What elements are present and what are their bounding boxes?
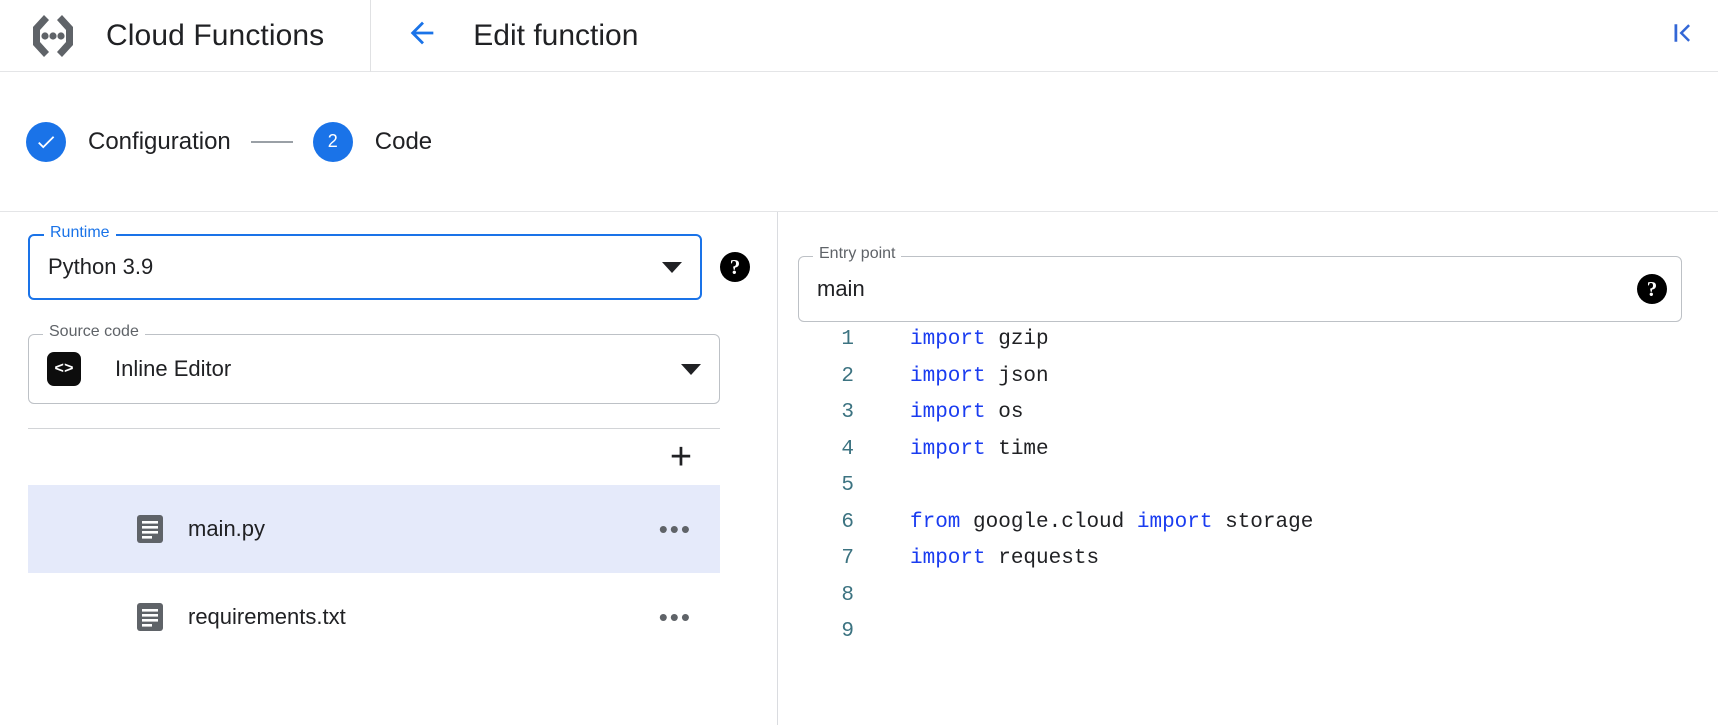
entry-point-label: Entry point — [813, 246, 902, 262]
runtime-help-circle-icon[interactable]: ? — [720, 252, 750, 282]
arrow-left-icon — [405, 16, 439, 55]
cloud-functions-logo-icon — [22, 11, 84, 61]
code-token: os — [985, 401, 1024, 424]
file-list-item-main-py[interactable]: main.py ••• — [28, 485, 720, 573]
code-keyword: from — [910, 510, 961, 534]
code-keyword: import — [910, 547, 986, 570]
step-code[interactable]: 2 Code — [312, 121, 433, 162]
code-brackets-icon: <> — [47, 352, 81, 386]
file-name: main.py — [188, 516, 266, 541]
code-line: 2 import json — [808, 359, 1718, 396]
file-overflow-menu-button[interactable]: ••• — [658, 601, 692, 632]
code-line: 5 — [808, 468, 1718, 505]
file-list-item-requirements-txt[interactable]: requirements.txt ••• — [28, 573, 720, 661]
brand-title: Cloud Functions — [106, 18, 325, 52]
entry-point-help-circle-icon[interactable]: ? — [1637, 274, 1667, 304]
code-line: 1 import gzip — [808, 322, 1718, 359]
code-line-text: import gzip — [910, 322, 1049, 359]
first-page-collapse-icon — [1667, 18, 1697, 53]
step-configuration-label: Configuration — [88, 127, 231, 155]
appbar-divider — [370, 0, 372, 72]
line-number: 9 — [841, 620, 854, 643]
source-code-value: Inline Editor — [115, 356, 232, 381]
runtime-label: Runtime — [44, 225, 116, 241]
wizard-stepper: Configuration 2 Code — [0, 72, 1718, 212]
code-line-text: import time — [910, 432, 1049, 469]
line-number: 8 — [841, 583, 854, 607]
code-token: time — [985, 437, 1049, 461]
collapse-panel-button[interactable] — [1662, 16, 1702, 56]
line-number: 3 — [841, 401, 854, 424]
chevron-down-icon[interactable] — [662, 261, 682, 273]
page-title: Edit function — [473, 18, 639, 52]
back-button[interactable] — [399, 13, 445, 59]
brand-home-link[interactable]: Cloud Functions — [0, 0, 324, 71]
code-line-text: import os — [910, 395, 1023, 432]
source-chevron-down-icon[interactable] — [681, 363, 701, 375]
app-bar: Cloud Functions Edit function — [0, 0, 1718, 72]
code-editor[interactable]: 1 import gzip 2 import json 3 import os 4 impor… — [778, 322, 1718, 651]
left-panel: Runtime Python 3.9 ? Source code <> Inli… — [0, 212, 778, 725]
step-code-label: Code — [374, 127, 433, 155]
files-toolbar: + — [28, 429, 720, 485]
line-number: 7 — [841, 547, 854, 570]
code-line: 4 import time — [808, 432, 1718, 469]
code-keyword: import — [1136, 510, 1213, 534]
line-number: 5 — [841, 474, 854, 497]
code-keyword: import — [910, 328, 986, 351]
file-document-icon — [136, 514, 164, 544]
code-token: gzip — [985, 328, 1049, 351]
code-line: 9 — [808, 614, 1718, 651]
file-document-icon — [136, 602, 164, 632]
file-overflow-menu-button[interactable]: ••• — [658, 513, 692, 544]
file-name: requirements.txt — [188, 604, 346, 629]
line-number: 2 — [841, 364, 854, 388]
code-token: json — [985, 364, 1049, 388]
code-keyword: import — [910, 437, 986, 461]
code-line: 7 import requests — [808, 541, 1718, 578]
right-panel: Entry point main ? 1 import gzip 2 import j… — [777, 212, 1718, 725]
step-code-marker: 2 — [312, 121, 353, 162]
entry-point-row: Entry point main ? — [778, 234, 1718, 322]
content-area: Runtime Python 3.9 ? Source code <> Inli… — [0, 212, 1718, 725]
step-connector — [250, 140, 293, 143]
code-line-text: from google.cloud import storage — [910, 505, 1313, 542]
files-divider — [28, 428, 720, 429]
plus-icon[interactable]: + — [669, 436, 693, 478]
line-number: 4 — [841, 437, 854, 461]
code-line-text: import json — [910, 359, 1049, 396]
entry-point-input[interactable]: Entry point main ? — [798, 246, 1682, 322]
runtime-row: Runtime Python 3.9 ? — [28, 212, 750, 300]
code-line: 6 from google.cloud import storage — [808, 505, 1718, 542]
line-number: 1 — [841, 328, 854, 351]
runtime-select[interactable]: Runtime Python 3.9 — [28, 225, 702, 300]
entry-point-value: main — [817, 276, 865, 301]
step-configuration[interactable]: Configuration — [26, 121, 231, 162]
code-keyword: import — [910, 401, 986, 424]
source-code-label: Source code — [43, 324, 145, 340]
file-list: main.py ••• requirements.txt — [28, 485, 720, 661]
source-code-block: Source code <> Inline Editor + — [28, 324, 750, 661]
code-keyword: import — [910, 364, 986, 388]
code-token: google.cloud — [960, 510, 1137, 534]
code-line: 8 — [808, 578, 1718, 615]
code-token: requests — [985, 547, 1100, 570]
code-line: 3 import os — [808, 395, 1718, 432]
step-configuration-marker — [26, 121, 66, 162]
line-number: 6 — [841, 510, 854, 534]
runtime-value: Python 3.9 — [48, 254, 154, 279]
code-line-text: import requests — [910, 541, 1099, 578]
code-token: storage — [1212, 510, 1314, 534]
source-code-select[interactable]: Source code <> Inline Editor — [28, 324, 720, 404]
